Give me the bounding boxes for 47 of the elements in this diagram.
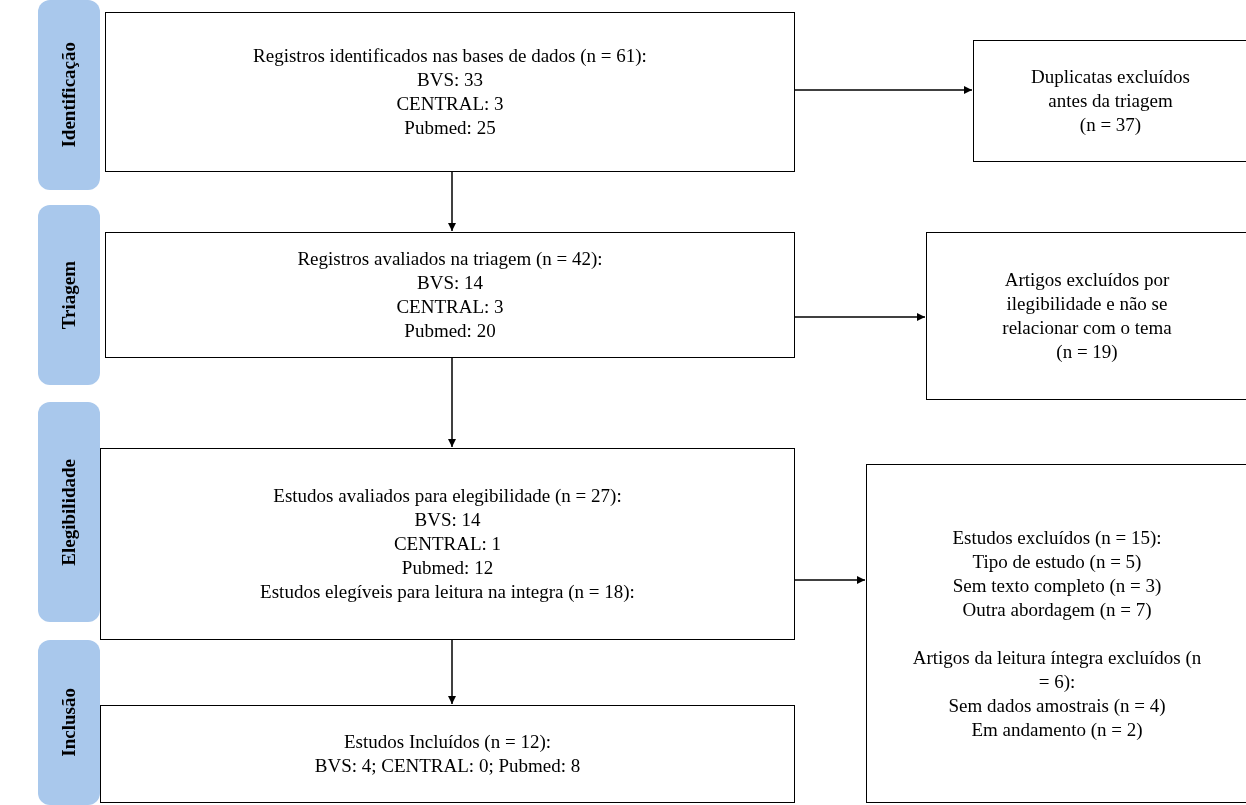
box-text: Estudos avaliados para elegibilidade (n = 27):	[273, 484, 622, 508]
box-text: Em andamento (n = 2)	[971, 717, 1143, 742]
stage-box	[100, 705, 795, 803]
box-text: (n = 19)	[1056, 340, 1118, 364]
box-text: Artigos excluídos por ilegibilidade e não se relacionar com o tema	[1001, 268, 1173, 340]
box-text: Registros identificados nas bases de dados (n = 61):	[253, 44, 647, 68]
box-text: Tipo de estudo (n = 5)	[972, 549, 1142, 574]
stage-label: Inclusão	[56, 688, 80, 757]
stage-box	[100, 448, 795, 640]
box-text: Pubmed: 25	[404, 116, 496, 140]
stage-bar	[38, 640, 100, 805]
stage-bar	[38, 402, 100, 622]
box-text: BVS: 14	[414, 508, 481, 532]
box-text: Estudos Incluídos (n = 12):	[343, 730, 551, 754]
arrow	[794, 576, 866, 584]
stage-box	[105, 232, 795, 358]
box-text: Outra abordagem (n = 7)	[962, 597, 1152, 622]
stage-label: Identificação	[56, 42, 80, 148]
box-text: CENTRAL: 1	[393, 532, 502, 556]
box-text: BVS: 14	[417, 271, 483, 295]
arrow	[448, 171, 456, 232]
exclusion-box	[866, 464, 1246, 803]
stage-box	[105, 12, 795, 172]
stage-label: Elegibilidade	[56, 458, 80, 566]
box-text: BVS: 33	[417, 68, 483, 92]
exclusion-box	[926, 232, 1246, 400]
stage-label: Triagem	[56, 260, 80, 330]
box-text: Estudos elegíveis para leitura na integra (n = 18):	[260, 580, 635, 604]
exclusion-box	[973, 40, 1246, 162]
box-text: Sem dados amostrais (n = 4)	[948, 693, 1166, 718]
box-text: BVS: 4; CENTRAL: 0; Pubmed: 8	[314, 754, 581, 778]
box-text: CENTRAL: 3	[396, 92, 504, 116]
box-text: Artigos da leitura íntegra excluídos (n = 6):	[911, 645, 1203, 694]
box-text: Duplicatas excluídos antes da triagem	[1030, 65, 1191, 113]
box-text: (n = 37)	[1079, 113, 1142, 137]
arrow	[448, 639, 456, 705]
stage-bar	[38, 0, 100, 190]
box-text: Sem texto completo (n = 3)	[952, 573, 1162, 598]
box-text: CENTRAL: 3	[396, 295, 504, 319]
arrow	[794, 313, 926, 321]
arrow	[794, 86, 973, 94]
box-text: Registros avaliados na triagem (n = 42):	[297, 247, 603, 271]
stage-bar	[38, 205, 100, 385]
box-text: Pubmed: 20	[404, 319, 496, 343]
box-text: Estudos excluídos (n = 15):	[952, 525, 1162, 550]
arrow	[448, 357, 456, 448]
box-text: Pubmed: 12	[401, 556, 494, 580]
